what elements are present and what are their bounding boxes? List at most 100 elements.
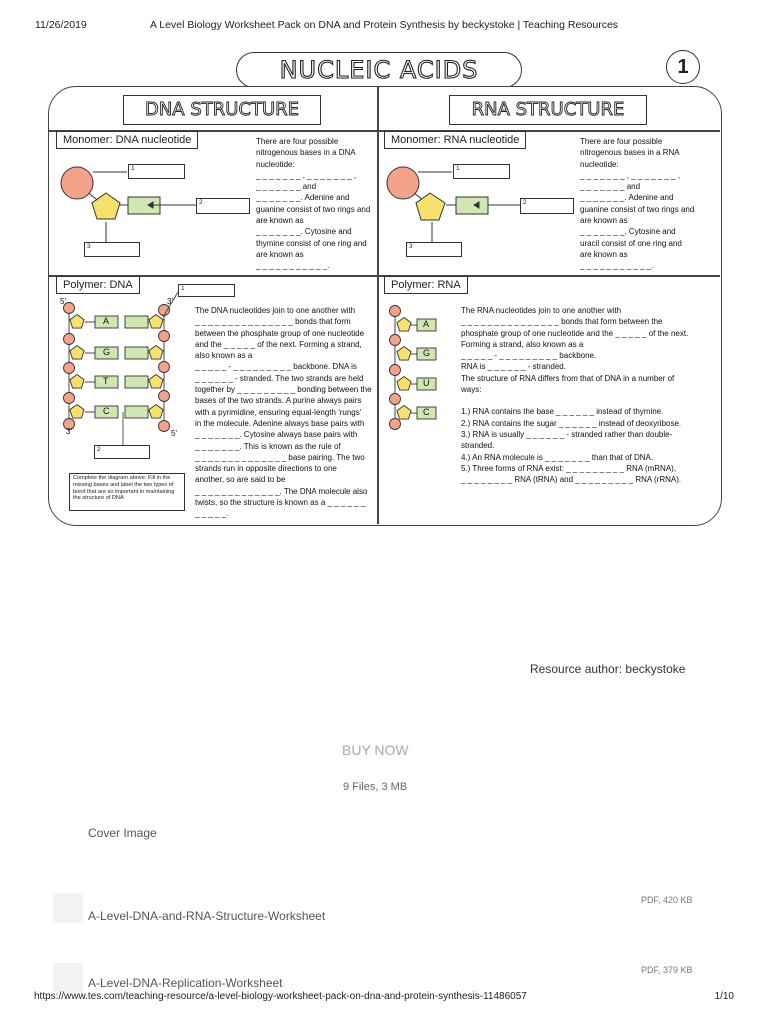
author-label: Resource author:	[530, 662, 622, 676]
text-line: in the molecule. Adenine always base pai…	[195, 418, 377, 429]
strand-label-3-top: 3'	[167, 296, 173, 307]
text-line: There are four possible	[580, 136, 716, 147]
text-line: between the phosphate group of one nucle…	[195, 328, 377, 339]
sugar-shape	[149, 375, 163, 389]
sugar-shape	[397, 318, 411, 332]
text-line: 2.) RNA contains the sugar _ _ _ _ _ _ i…	[461, 418, 717, 429]
text-line: _ _ _ _ _ _ _ _ _ _ _.	[580, 260, 716, 271]
resource-author: Resource author: beckystoke	[530, 662, 685, 676]
dna-base-letter: G	[103, 347, 110, 358]
phosphate-shape	[64, 334, 75, 345]
phosphate-shape	[390, 365, 401, 376]
text-line: nucleotide:	[256, 159, 376, 170]
author-name[interactable]: beckystoke	[625, 662, 685, 676]
file-name[interactable]: A-Level-DNA-Replication-Worksheet	[88, 976, 283, 990]
text-line: bases of the two strands. A purine alway…	[195, 395, 377, 406]
cover-image-label: Cover Image	[88, 826, 157, 840]
text-line: together by _ _ _ _ _ _ _ _ _ bonding be…	[195, 384, 377, 395]
text-line: are known as	[580, 215, 716, 226]
text-line: 1.) RNA contains the base _ _ _ _ _ _ in…	[461, 406, 717, 417]
text-line: are known as	[580, 249, 716, 260]
base-shape	[125, 347, 148, 359]
text-line: _ _ _ _ _ _ _ and	[256, 181, 376, 192]
phosphate-shape	[159, 362, 170, 373]
text-line: _ _ _ _ _ _ _ _ _ _ _ _ _ _ _ bonds that…	[461, 316, 717, 327]
text-line: _ _ _ _ _ - _ _ _ _ _ _ _ _ _ backbone.	[461, 350, 717, 361]
text-line: also known as a	[195, 350, 377, 361]
dna-ladder	[64, 303, 170, 432]
dna-polymer-box-2: 2	[94, 445, 150, 459]
text-line: _ _ _ _ _ _ _ and	[580, 181, 716, 192]
text-line: _ _ _ _ _ _ - stranded. The two strands …	[195, 373, 377, 384]
text-line: nitrogenous bases in a DNA	[256, 147, 376, 158]
sugar-shape	[70, 315, 84, 329]
print-page-count: 1/10	[715, 991, 734, 1002]
sugar-shape	[149, 405, 163, 419]
sugar-shape	[397, 406, 411, 420]
text-line: _ _ _ _ _ _ _. Adenine and	[580, 192, 716, 203]
text-line: uracil consist of one ring and	[580, 238, 716, 249]
dna-diagram-instruction: Complete the diagram above: Fill in the …	[69, 473, 185, 511]
text-line: RNA is _ _ _ _ _ _ - stranded.	[461, 361, 717, 372]
sugar-shape	[70, 346, 84, 360]
dna-polymer-text: The DNA nucleotides join to one another …	[195, 305, 377, 520]
phosphate-shape	[64, 363, 75, 374]
buy-now-button[interactable]: BUY NOW	[342, 742, 409, 758]
strand-label-5-bottom: 5'	[171, 428, 177, 439]
text-line: The DNA nucleotides join to one another …	[195, 305, 377, 316]
text-line: ways:	[461, 384, 717, 395]
strand-label-3-bottom: 3'	[66, 426, 72, 437]
text-line: 5.) Three forms of RNA exist: _ _ _ _ _ …	[461, 463, 717, 474]
sugar-shape	[70, 375, 84, 389]
sugar-shape	[92, 193, 120, 219]
rna-base-letter: G	[423, 348, 430, 359]
text-line: _ _ _ _ _ _ _. Cytosine and	[580, 226, 716, 237]
text-line: _ _ _ _ _ _ _ _ _ _ _.	[256, 260, 376, 271]
file-name[interactable]: A-Level-DNA-and-RNA-Structure-Worksheet	[88, 909, 325, 923]
base-shape	[125, 376, 148, 388]
strand-label-5-top: 5'	[60, 296, 66, 307]
text-line: stranded.	[461, 440, 717, 451]
text-line: _ _ _ _ _ _ _. Cytosine always base pair…	[195, 429, 377, 440]
rna-base-letter: A	[423, 319, 429, 330]
text-line: _ _ _ _ _ - _ _ _ _ _ _ _ _ _ backbone. …	[195, 361, 377, 372]
file-thumbnail[interactable]	[53, 893, 83, 923]
text-line: _ _ _ _ _ _ _. This is known as the rule…	[195, 441, 377, 452]
phosphate-shape	[159, 331, 170, 342]
phosphate-shape	[64, 393, 75, 404]
rna-monomer-box-2: 2	[520, 198, 574, 214]
sugar-shape	[397, 347, 411, 361]
text-line: _ _ _ _ _ _ _ _ _ _ _ _ _. The DNA molec…	[195, 486, 377, 497]
dna-polymer-box-1: 1	[178, 284, 235, 297]
dna-monomer-box-1: 1	[128, 164, 185, 179]
text-line	[461, 395, 717, 406]
phosphate-shape	[159, 421, 170, 432]
rna-monomer-box-1: 1	[453, 164, 510, 179]
phosphate-shape	[390, 419, 401, 430]
text-line: 4.) An RNA molecule is _ _ _ _ _ _ _ tha…	[461, 452, 717, 463]
file-thumbnail[interactable]	[53, 963, 83, 993]
sugar-shape	[70, 405, 84, 419]
dna-monomer-box-2: 2	[196, 198, 250, 214]
sugar-shape	[397, 377, 411, 391]
text-line: guanine consist of two rings and	[256, 204, 376, 215]
phosphate-shape	[390, 306, 401, 317]
text-line: Forming a strand, also known as a	[461, 339, 717, 350]
text-line: are known as	[256, 215, 376, 226]
base-shape	[125, 406, 148, 418]
phosphate-shape	[390, 335, 401, 346]
text-line: _ _ _ _ _ _ _ _ _ _ _ _ _ _ base pairing…	[195, 452, 377, 463]
text-line: _ _ _ _ _ _ _ , _ _ _ _ _ _ _ ,	[256, 170, 376, 181]
rna-base-letter: U	[423, 378, 430, 389]
file-meta: PDF, 420 KB	[641, 895, 693, 905]
sugar-shape	[149, 346, 163, 360]
text-line: guanine consist of two rings and	[580, 204, 716, 215]
dna-base-letter: T	[103, 376, 109, 387]
text-line: _ _ _ _ _ _ _. Adenine and	[256, 192, 376, 203]
text-line: phosphate group of one nucleotide and th…	[461, 328, 717, 339]
text-line: 3.) RNA is usually _ _ _ _ _ _ - strande…	[461, 429, 717, 440]
file-meta: PDF, 379 KB	[641, 965, 693, 975]
text-line: The structure of RNA differs from that o…	[461, 373, 717, 384]
